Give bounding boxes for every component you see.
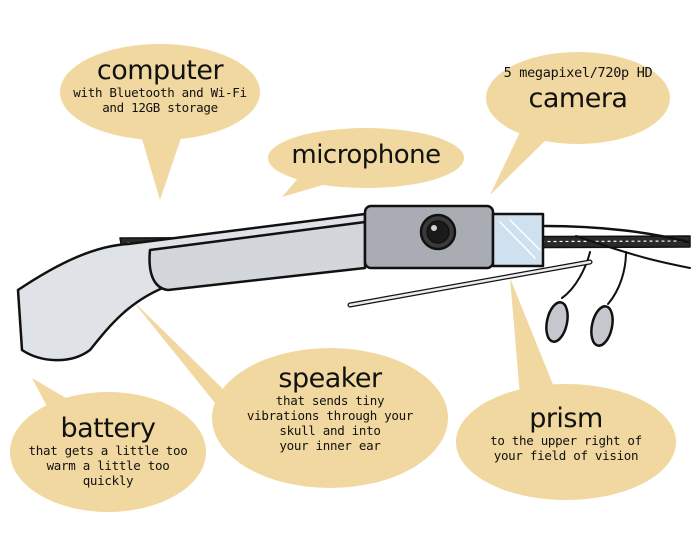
battery-desc-line: warm a little too [46,458,170,474]
speaker-title: speaker [278,363,382,394]
bubble-microphone [268,128,464,197]
bubble-speaker [132,300,448,488]
bubble-battery [10,378,206,512]
label-prism: prism to the upper right of your field o… [470,403,662,463]
glass-frame [16,204,691,362]
bubble-prism [456,278,676,500]
battery-title: battery [60,413,156,444]
prism-desc: to the upper right of your field of visi… [470,433,662,463]
camera-desc-line: 5 megapixel/720p HD [503,65,653,81]
computer-title: computer [96,55,224,86]
label-camera: 5 megapixel/720p HD camera [490,65,666,114]
speaker-desc-line: that sends tiny [275,393,385,409]
label-speaker: speaker that sends tiny vibrations throu… [228,363,432,453]
label-battery: battery that gets a little too warm a li… [22,413,194,488]
battery-desc-line: quickly [82,473,134,489]
bubble-camera [486,52,670,195]
camera-desc: 5 megapixel/720p HD [490,65,666,81]
label-computer: computer with Bluetooth and Wi-Fi and 12… [60,55,260,115]
battery-desc: that gets a little too warm a little too… [22,443,194,488]
computer-desc-line: and 12GB storage [102,100,218,116]
label-microphone: microphone [276,140,456,170]
bubble-computer [60,44,260,200]
computer-desc-line: with Bluetooth and Wi-Fi [73,85,247,101]
microphone-title: microphone [291,140,441,170]
camera-title: camera [528,83,628,115]
prism-desc-line: your field of vision [493,448,639,464]
speaker-desc-line: vibrations through your [246,408,414,424]
speaker-desc-line: your inner ear [279,438,381,454]
prism-desc-line: to the upper right of [490,433,642,449]
speaker-desc-line: skull and into [279,423,381,439]
prism-title: prism [529,403,603,434]
speaker-desc: that sends tiny vibrations through your … [228,393,432,453]
computer-desc: with Bluetooth and Wi-Fi and 12GB storag… [60,85,260,115]
battery-desc-line: that gets a little too [28,443,188,459]
